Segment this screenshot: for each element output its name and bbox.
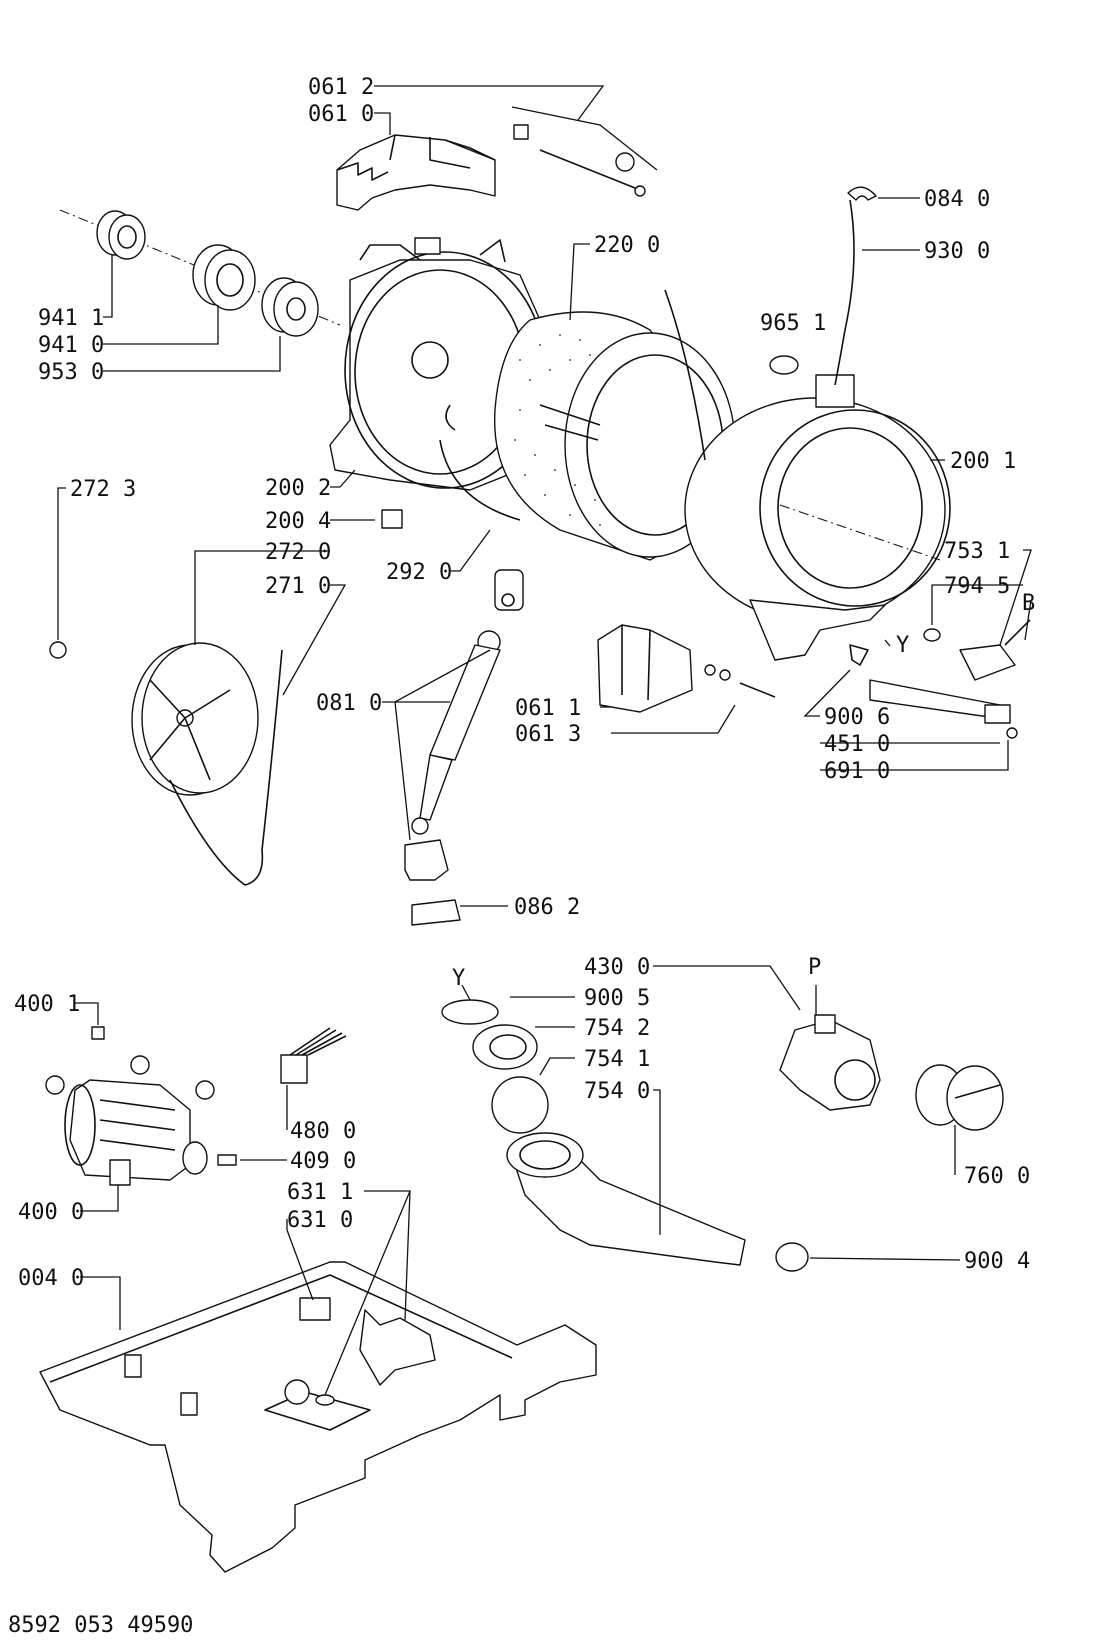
label-409-0: 409 0 xyxy=(290,1149,356,1174)
label-953-0: 953 0 xyxy=(38,360,104,385)
upper-counterweight-part xyxy=(336,134,496,211)
heating-element-part xyxy=(849,644,1018,739)
label-900-5: 900 5 xyxy=(584,986,650,1011)
pump-filter-part xyxy=(915,1064,1004,1131)
label-794-5: 794 5 xyxy=(944,574,1010,599)
label-200-4: 200 4 xyxy=(265,509,331,534)
label-691-0: 691 0 xyxy=(824,759,890,784)
drain-pump-part xyxy=(779,1014,881,1111)
leader-lines xyxy=(57,85,1032,1396)
label-086-2: 086 2 xyxy=(514,895,580,920)
label-965-1: 965 1 xyxy=(760,311,826,336)
label-272-3: 272 3 xyxy=(70,477,136,502)
base-tray-part xyxy=(39,1261,597,1573)
document-number: 8592 053 49590 xyxy=(8,1613,193,1638)
temperature-sensor-part xyxy=(959,619,1031,681)
label-941-0: 941 0 xyxy=(38,333,104,358)
tub-clip-part xyxy=(381,509,403,529)
label-061-1: 061 1 xyxy=(515,696,581,721)
label-753-1: 753 1 xyxy=(944,539,1010,564)
label-061-2: 061 2 xyxy=(308,75,374,100)
motor-part xyxy=(45,1026,237,1186)
marker-p: P xyxy=(808,955,821,980)
label-400-1: 400 1 xyxy=(14,992,80,1017)
hose-cap-part xyxy=(847,186,877,201)
counterweight-bolt-part xyxy=(511,106,658,197)
label-084-0: 084 0 xyxy=(924,187,990,212)
marker-b: B xyxy=(1022,591,1035,616)
label-430-0: 430 0 xyxy=(584,955,650,980)
label-631-1: 631 1 xyxy=(287,1180,353,1205)
label-631-0: 631 0 xyxy=(287,1208,353,1233)
label-930-0: 930 0 xyxy=(924,239,990,264)
label-754-0: 754 0 xyxy=(584,1079,650,1104)
label-004-0: 004 0 xyxy=(18,1266,84,1291)
lower-counterweight-part xyxy=(597,624,776,713)
label-061-3: 061 3 xyxy=(515,722,581,747)
label-760-0: 760 0 xyxy=(964,1164,1030,1189)
drive-belt-part xyxy=(169,649,283,886)
part-number-labels: 061 2 061 0 084 0 930 0 220 0 965 1 941 … xyxy=(8,75,1035,1638)
label-451-0: 451 0 xyxy=(824,732,890,757)
label-754-2: 754 2 xyxy=(584,1016,650,1041)
marker-y-lower: Y xyxy=(452,966,465,991)
tub-seal-ring-part xyxy=(439,439,521,521)
label-480-0: 480 0 xyxy=(290,1119,356,1144)
label-200-1: 200 1 xyxy=(950,449,1016,474)
marker-y-upper: Y xyxy=(896,633,909,658)
label-900-4: 900 4 xyxy=(964,1249,1030,1274)
label-400-0: 400 0 xyxy=(18,1200,84,1225)
label-754-1: 754 1 xyxy=(584,1047,650,1072)
motor-connector-part xyxy=(280,1027,347,1084)
front-tub-part xyxy=(684,374,951,661)
vent-hose-part-left xyxy=(664,289,706,461)
vent-hose-part xyxy=(834,199,855,386)
label-061-0: 061 0 xyxy=(308,102,374,127)
label-941-1: 941 1 xyxy=(38,306,104,331)
label-081-0: 081 0 xyxy=(316,691,382,716)
shock-absorber-part xyxy=(404,569,524,926)
label-900-6: 900 6 xyxy=(824,705,890,730)
plug-cap-part xyxy=(769,355,799,375)
label-272-0: 272 0 xyxy=(265,540,331,565)
label-271-0: 271 0 xyxy=(265,574,331,599)
pulley-part xyxy=(131,642,259,796)
grommet-part xyxy=(923,628,941,642)
pulley-nut-part xyxy=(49,641,67,659)
label-292-0: 292 0 xyxy=(386,560,452,585)
label-220-0: 220 0 xyxy=(594,233,660,258)
label-200-2: 200 2 xyxy=(265,476,331,501)
